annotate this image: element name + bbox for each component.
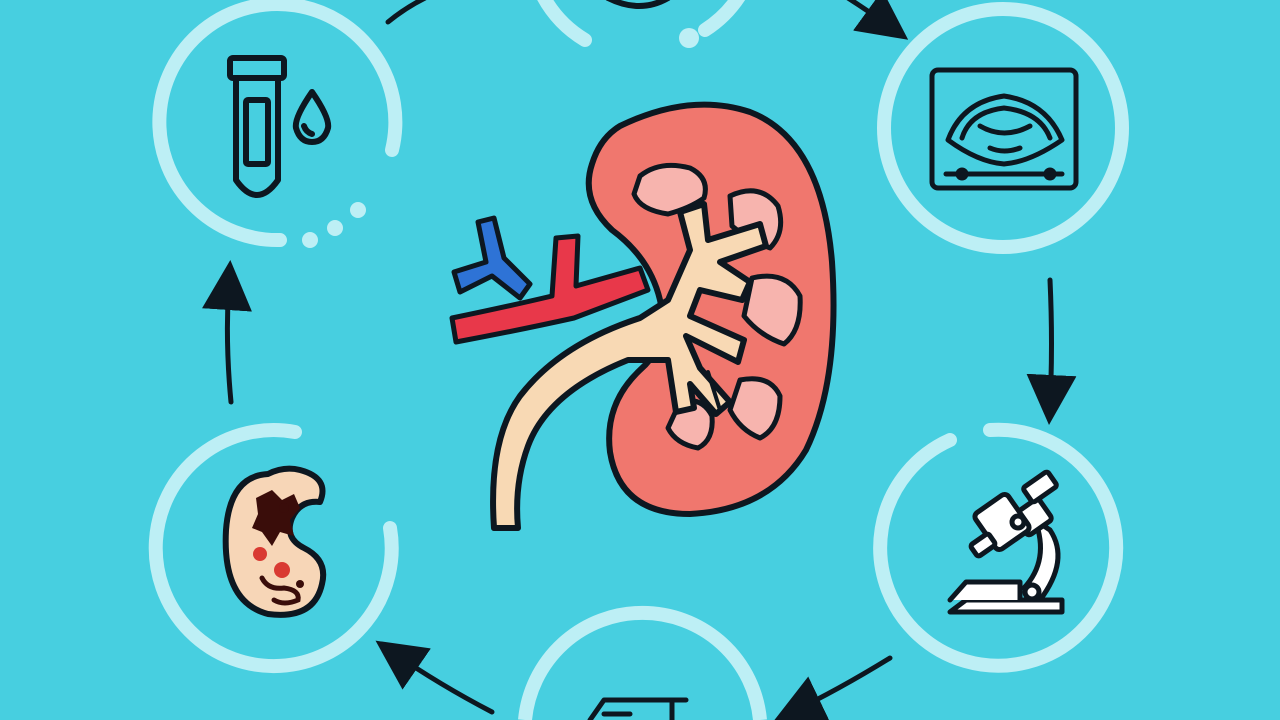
ultrasound-monitor-icon xyxy=(929,67,1079,191)
ring-top-right xyxy=(877,2,1129,254)
arrow-icon xyxy=(385,0,427,25)
kidney-anatomy-icon xyxy=(449,101,837,531)
ring-bottom-center xyxy=(518,605,767,720)
arrow-icon xyxy=(375,640,495,715)
arrow-icon xyxy=(1026,277,1077,425)
cycle-arrows xyxy=(202,0,1077,720)
test-tube-drop-icon xyxy=(227,55,332,198)
arrow-icon xyxy=(202,260,252,405)
microscope-icon xyxy=(947,469,1065,615)
arrow-icon xyxy=(846,0,909,40)
ring-bottom-right xyxy=(873,422,1124,673)
ring-bottom-left xyxy=(148,423,399,674)
partial-icon xyxy=(587,697,689,720)
damaged-kidney-icon xyxy=(222,465,327,618)
ring-top-center xyxy=(537,0,746,48)
ring-top-left xyxy=(152,0,403,248)
partial-icon xyxy=(605,0,671,9)
arrow-icon xyxy=(773,655,893,720)
